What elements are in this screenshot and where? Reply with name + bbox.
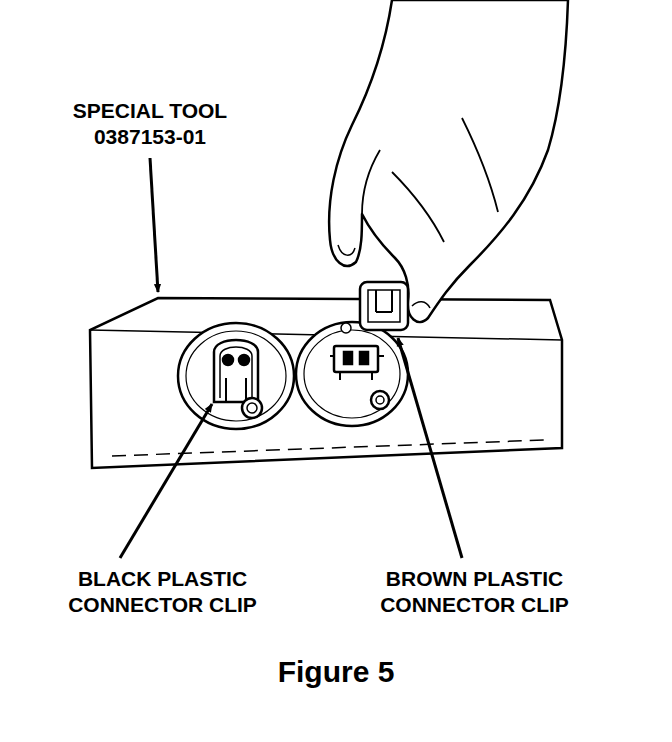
- socket-ring: [178, 323, 294, 429]
- clip-latch: [376, 290, 392, 312]
- clip-pin: [239, 355, 249, 365]
- figure-caption: Figure 5: [0, 654, 672, 690]
- leader-lines: [120, 158, 462, 558]
- callout-label: BROWN PLASTIC CONNECTOR CLIP: [362, 566, 587, 618]
- socket-hole-inner: [247, 403, 257, 413]
- brown-clip-socket: [296, 322, 408, 426]
- clip-latch: [226, 378, 246, 402]
- black-connector-clip: [214, 340, 258, 402]
- brown-connector-clip: [360, 282, 408, 330]
- socket-hole-inner: [376, 396, 384, 404]
- finger-crease: [392, 172, 444, 242]
- thumb-nail: [338, 245, 355, 255]
- hidden-edge: [112, 440, 545, 456]
- hand-outline: [329, 0, 568, 322]
- clip-pin: [223, 355, 233, 365]
- socket-hole: [242, 398, 262, 418]
- terminal-detail: [330, 356, 384, 380]
- black-clip-socket: [178, 323, 294, 429]
- tool-body: [90, 298, 562, 468]
- hand: [329, 0, 568, 322]
- finger-nail: [412, 302, 430, 308]
- thumb-crease: [362, 150, 380, 214]
- clip-detail: [220, 347, 252, 398]
- leader-arrow: [398, 338, 462, 558]
- callout-label: SPECIAL TOOL 0387153-01: [55, 98, 245, 150]
- leader-arrow: [150, 158, 158, 292]
- socket-hole: [371, 391, 389, 409]
- clip-detail: [368, 290, 400, 322]
- socket-terminal: [334, 346, 378, 372]
- terminal-pin: [344, 352, 352, 364]
- callout-label: BLACK PLASTIC CONNECTOR CLIP: [55, 566, 270, 618]
- socket-inner-ring: [186, 331, 286, 421]
- terminal-pin: [360, 352, 368, 364]
- special-tool-block: [90, 298, 562, 468]
- socket-ring: [296, 322, 408, 426]
- socket-inner-ring: [304, 330, 400, 418]
- socket-hole: [341, 323, 351, 333]
- finger-crease: [462, 118, 498, 212]
- brown-connector-clip-held: [360, 282, 408, 330]
- leader-arrow: [120, 404, 212, 558]
